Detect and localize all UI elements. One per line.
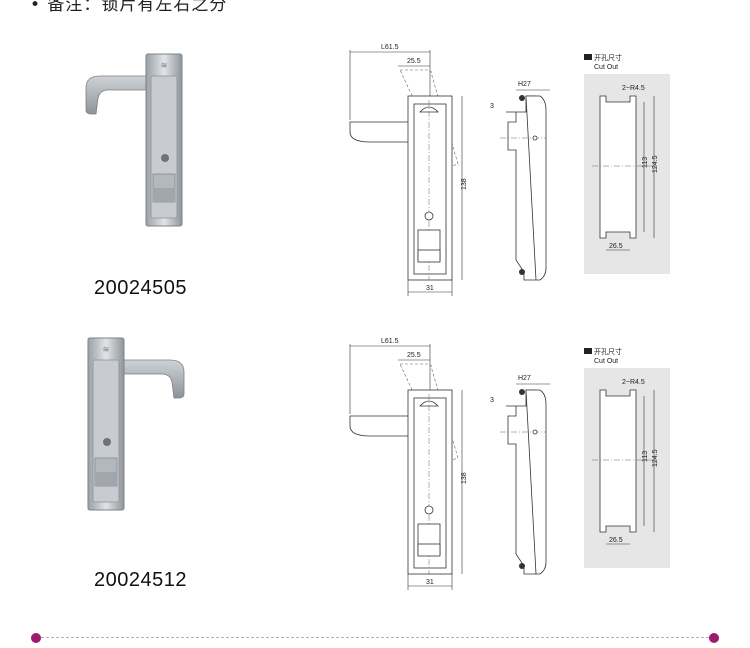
- dim-radius: 2~R4.5: [622, 379, 645, 386]
- dim-width: 31: [426, 285, 434, 292]
- dim-H: H27: [518, 81, 531, 88]
- dim-radius: 2~R4.5: [622, 85, 645, 92]
- dim-three: 3: [490, 103, 494, 110]
- svg-text:≋: ≋: [161, 61, 168, 70]
- cutout-title-cn: 开孔尺寸: [594, 347, 622, 356]
- divider-dot-right: [709, 633, 719, 643]
- dim-inner: 113: [642, 451, 649, 462]
- technical-drawing-1: L61.5 25.5 138 31 H27 3 开孔尺寸 Cut Out: [349, 44, 670, 296]
- dim-inner: 113: [642, 157, 649, 168]
- dim-outer: 124.5: [652, 449, 659, 467]
- dim-width: 31: [426, 579, 434, 586]
- dim-offset: 25.5: [407, 58, 421, 65]
- svg-text:≋: ≋: [103, 345, 110, 354]
- dim-L: L61.5: [381, 44, 399, 51]
- dim-offset: 25.5: [407, 352, 421, 359]
- divider-dot-left: [31, 633, 41, 643]
- dim-cut-width: 26.5: [609, 243, 623, 250]
- dim-L: L61.5: [381, 338, 399, 345]
- dim-three: 3: [490, 397, 494, 404]
- dim-cut-width: 26.5: [609, 537, 623, 544]
- technical-drawing-2: L61.5 25.5 138 31 H27 3 开孔尺寸 Cut Out 2~R…: [349, 338, 670, 590]
- product-photo-2: ≋: [87, 337, 185, 511]
- dim-height: 138: [461, 178, 468, 190]
- product-code: 20024505: [94, 277, 187, 299]
- cutout-title-en: Cut Out: [594, 64, 618, 71]
- cutout-title-en: Cut Out: [594, 358, 618, 365]
- bottom-divider: [36, 637, 714, 638]
- cutout-title-cn: 开孔尺寸: [594, 53, 622, 62]
- dim-height: 138: [461, 472, 468, 484]
- remark-note: • 备注：锁片有左右之分: [30, 0, 228, 15]
- product-photo-1: ≋: [85, 53, 183, 227]
- dim-H: H27: [518, 375, 531, 382]
- product-code: 20024512: [94, 569, 187, 591]
- dim-outer: 124.5: [652, 155, 659, 173]
